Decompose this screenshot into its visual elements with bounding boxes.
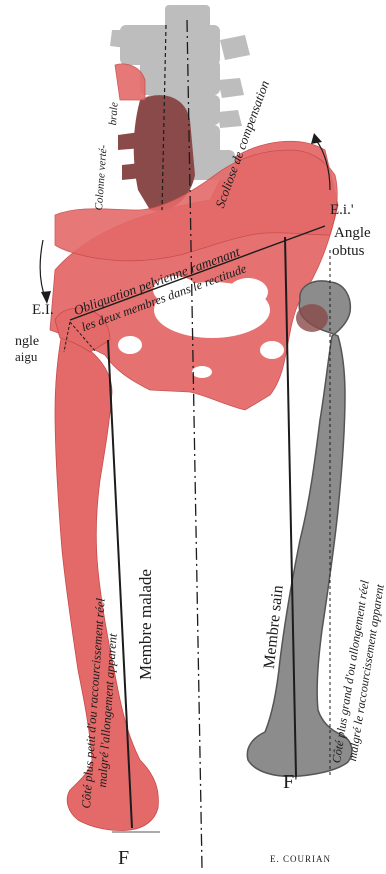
- label-limb-diseased: Membre malade: [137, 569, 154, 680]
- label-ei-right: E.i.': [330, 203, 354, 218]
- label-foot-right: F': [283, 772, 298, 792]
- label-angle-left: ngle: [15, 335, 39, 349]
- label-spine-left-2: brale: [108, 102, 121, 126]
- label-angle-left-type: aigu: [15, 350, 37, 363]
- label-angle-right-type: obtus: [332, 244, 365, 259]
- label-foot-left: F: [118, 848, 129, 868]
- artist-signature: E. COURIAN: [270, 855, 331, 864]
- arrow-down-left: [40, 240, 46, 300]
- label-ei-left: E.I.: [32, 303, 54, 318]
- label-angle-right: Angle: [334, 226, 371, 241]
